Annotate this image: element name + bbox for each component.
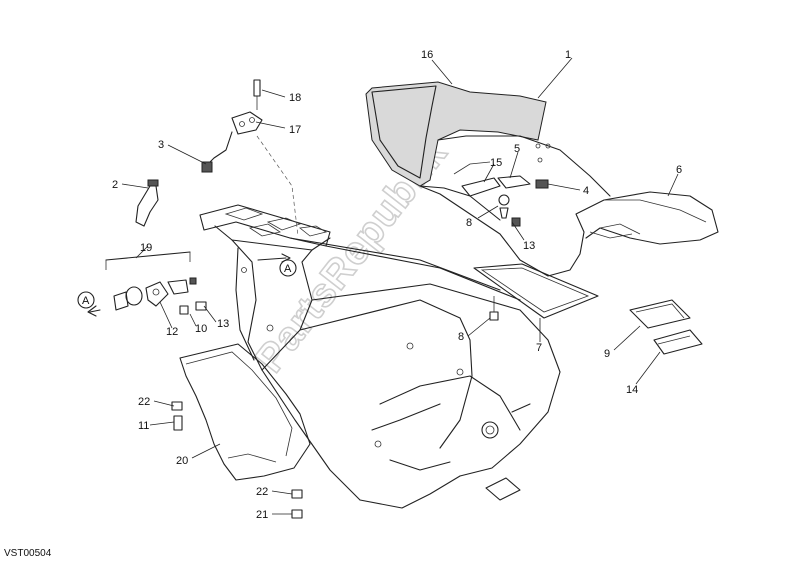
callout-13-upper: 13 bbox=[523, 240, 535, 252]
callout-19: 19 bbox=[140, 242, 152, 254]
callout-9: 9 bbox=[604, 348, 610, 360]
callout-6: 6 bbox=[676, 164, 682, 176]
callout-16: 16 bbox=[421, 49, 433, 61]
callout-10: 10 bbox=[195, 323, 207, 335]
callout-labels: 1 16 18 17 3 2 5 15 4 6 8 13 19 A A 12 1… bbox=[82, 49, 682, 521]
callout-22-lower: 22 bbox=[256, 486, 268, 498]
leader-lines bbox=[121, 57, 679, 515]
callout-7: 7 bbox=[536, 342, 542, 354]
seat-lock bbox=[135, 79, 299, 237]
callout-21: 21 bbox=[256, 509, 268, 521]
undertray bbox=[171, 343, 311, 519]
callout-14: 14 bbox=[626, 384, 638, 396]
lock-cylinder-group bbox=[77, 251, 297, 317]
callout-18: 18 bbox=[289, 92, 301, 104]
drawing-code: VST00504 bbox=[4, 548, 52, 559]
seat-bracket bbox=[461, 175, 549, 227]
callout-17: 17 bbox=[289, 124, 301, 136]
callout-11: 11 bbox=[138, 420, 149, 432]
callout-20: 20 bbox=[176, 455, 188, 467]
seat bbox=[365, 81, 719, 277]
seat-tray bbox=[473, 263, 599, 321]
callout-A-left: A bbox=[82, 295, 90, 307]
callout-2: 2 bbox=[112, 179, 118, 191]
callout-5: 5 bbox=[514, 143, 520, 155]
callout-4: 4 bbox=[583, 185, 589, 197]
callout-12: 12 bbox=[166, 326, 178, 338]
callout-1: 1 bbox=[565, 49, 571, 61]
callout-8-lower: 8 bbox=[458, 331, 464, 343]
callout-15: 15 bbox=[490, 157, 502, 169]
callout-13-lower: 13 bbox=[217, 318, 229, 330]
callout-22-upper: 22 bbox=[138, 396, 150, 408]
callout-3: 3 bbox=[158, 139, 164, 151]
frame bbox=[199, 204, 561, 509]
callout-A-right: A bbox=[284, 263, 292, 275]
callout-8-upper: 8 bbox=[466, 217, 472, 229]
pads bbox=[629, 299, 703, 355]
